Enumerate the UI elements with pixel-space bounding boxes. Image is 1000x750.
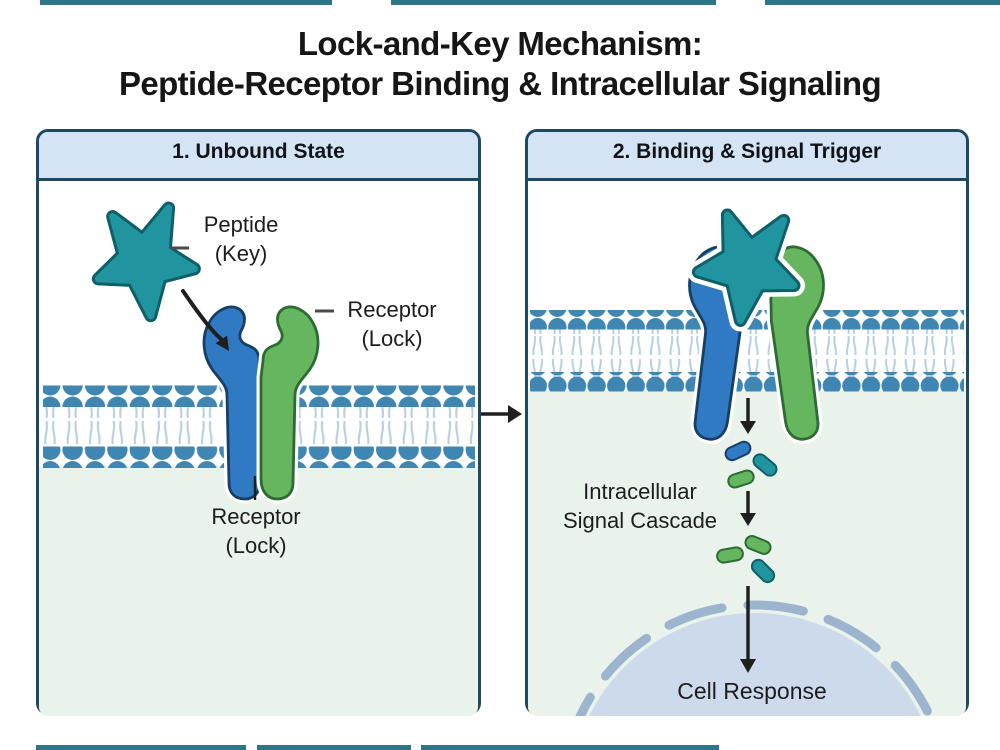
bottom-edge-bar-segment bbox=[36, 745, 246, 750]
panel1-body: Peptide (Key) Receptor (Lock) Receptor (… bbox=[39, 181, 478, 716]
top-edge-bar-segment bbox=[391, 0, 716, 5]
panel-arrow-icon bbox=[481, 405, 522, 423]
peptide-label-line1: Peptide bbox=[203, 212, 279, 237]
panel2-body: Intracellular Signal Cascade Cell Respon… bbox=[528, 181, 966, 716]
signal-arrow-icon bbox=[740, 398, 756, 434]
panel1-header: 1. Unbound State bbox=[39, 132, 478, 181]
nucleus-graphic bbox=[575, 600, 935, 716]
bottom-edge-bar-segment bbox=[421, 745, 719, 750]
panel1-graphic bbox=[39, 181, 478, 716]
receptor-bottom-label-line1: Receptor bbox=[211, 504, 301, 529]
top-edge-bar-segment bbox=[40, 0, 332, 5]
peptide-label-line2: (Key) bbox=[214, 240, 268, 266]
peptide-label: Peptide (Key) bbox=[171, 211, 311, 268]
cascade-label-line1: Intracellular bbox=[583, 479, 697, 504]
curved-arrow-icon bbox=[181, 289, 229, 351]
receptor-side-label: Receptor (Lock) bbox=[317, 296, 467, 353]
page-title: Lock-and-Key Mechanism: Peptide-Receptor… bbox=[0, 24, 1000, 105]
cascade-label-line2: Signal Cascade bbox=[562, 507, 718, 533]
receptor-side-label-line1: Receptor bbox=[347, 297, 437, 322]
cascade-label: Intracellular Signal Cascade bbox=[540, 478, 740, 535]
panel2-header: 2. Binding & Signal Trigger bbox=[528, 132, 966, 181]
bottom-edge-bar-segment bbox=[257, 745, 411, 750]
top-edge-bar-segment bbox=[765, 0, 1000, 5]
page-title-line2: Peptide-Receptor Binding & Intracellular… bbox=[118, 65, 882, 103]
cell-response-label: Cell Response bbox=[677, 678, 827, 704]
panel2-graphic bbox=[528, 181, 966, 716]
receptor-bottom-label-line2: (Lock) bbox=[225, 532, 287, 558]
panel-unbound-state: 1. Unbound State bbox=[36, 129, 481, 716]
signal-arrow-icon bbox=[740, 491, 756, 526]
signal-arrow-icon bbox=[740, 586, 756, 673]
receptor-side-label-line2: (Lock) bbox=[361, 325, 423, 351]
panel-binding-signal: 2. Binding & Signal Trigger bbox=[525, 129, 969, 716]
cytoplasm-region bbox=[39, 467, 478, 716]
receptor-bottom-label: Receptor (Lock) bbox=[186, 503, 326, 560]
page-title-line1: Lock-and-Key Mechanism: bbox=[297, 25, 703, 62]
